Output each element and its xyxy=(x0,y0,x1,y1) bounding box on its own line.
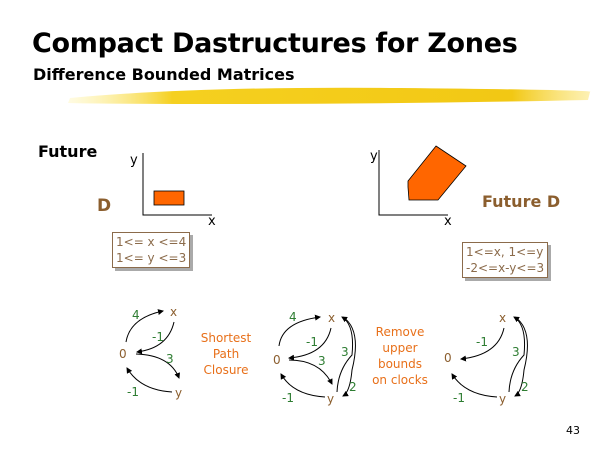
constraint-line: -2<=x-y<=3 xyxy=(466,261,545,275)
slide-subtitle: Difference Bounded Matrices xyxy=(33,65,295,84)
edge-weight: 3 xyxy=(318,354,326,368)
page-number: 43 xyxy=(566,424,580,437)
step-label-line: on clocks xyxy=(372,373,428,387)
edge-weight: -1 xyxy=(306,335,318,349)
future-d-zone xyxy=(407,145,467,201)
d-label: D xyxy=(97,196,112,216)
zone-d-rect xyxy=(153,190,185,206)
node-0: 0 xyxy=(119,347,127,361)
brush-stroke xyxy=(68,87,591,104)
step-label-line: Shortest xyxy=(201,331,252,345)
dbm-graph-2: 0 x y 4 -1 3 3 2 -1 xyxy=(273,310,357,406)
step-label-line: Path xyxy=(213,347,239,361)
edge-weight: 4 xyxy=(132,308,140,322)
step-1-label: Shortest Path Closure xyxy=(201,331,252,377)
edge-weight: 3 xyxy=(341,345,349,359)
node-y: y xyxy=(327,392,334,406)
edge-weight: 2 xyxy=(521,380,529,394)
step-label-line: upper xyxy=(382,341,417,355)
edge-weight: -1 xyxy=(127,385,139,399)
edge-weight: 3 xyxy=(166,352,174,366)
future-label: Future xyxy=(38,142,98,161)
edge-weight: -1 xyxy=(476,335,488,349)
node-x: x xyxy=(499,311,506,325)
constraints-future-d-box: 1<=x, 1<=y -2<=x-y<=3 xyxy=(462,242,549,278)
edge-weight: -1 xyxy=(282,391,294,405)
y-axis-label: y xyxy=(130,153,138,168)
dbm-graph-3: 0 x y -1 3 2 -1 xyxy=(444,311,529,406)
constraint-line: 1<= x <=4 xyxy=(116,235,187,249)
future-d-plot: y x xyxy=(370,145,467,229)
node-y: y xyxy=(499,392,506,406)
node-y: y xyxy=(175,386,182,400)
slide-title: Compact Dastructures for Zones xyxy=(32,28,518,59)
constraint-line: 1<= y <=3 xyxy=(116,251,187,265)
step-label-line: bounds xyxy=(378,357,422,371)
y-axis-label: y xyxy=(370,149,378,164)
constraints-d-box: 1<= x <=4 1<= y <=3 xyxy=(112,232,191,268)
node-0: 0 xyxy=(273,353,281,367)
node-x: x xyxy=(328,311,335,325)
node-0: 0 xyxy=(444,351,452,365)
edge-weight: 2 xyxy=(349,380,357,394)
x-axis-label: x xyxy=(444,214,452,229)
future-d-label: Future D xyxy=(482,192,561,211)
edge-weight: 4 xyxy=(289,310,297,324)
edge-weight: 3 xyxy=(512,345,520,359)
step-label-line: Remove xyxy=(376,325,425,339)
x-axis-label: x xyxy=(208,214,216,229)
edge-weight: -1 xyxy=(453,391,465,405)
dbm-graph-1: 0 x y 4 -1 3 -1 xyxy=(119,305,182,400)
step-label-line: Closure xyxy=(204,363,249,377)
zone-d-plot: y x xyxy=(130,153,216,229)
edge-weight: -1 xyxy=(152,330,164,344)
step-2-label: Remove upper bounds on clocks xyxy=(372,325,428,387)
constraint-line: 1<=x, 1<=y xyxy=(466,245,544,259)
node-x: x xyxy=(170,305,177,319)
